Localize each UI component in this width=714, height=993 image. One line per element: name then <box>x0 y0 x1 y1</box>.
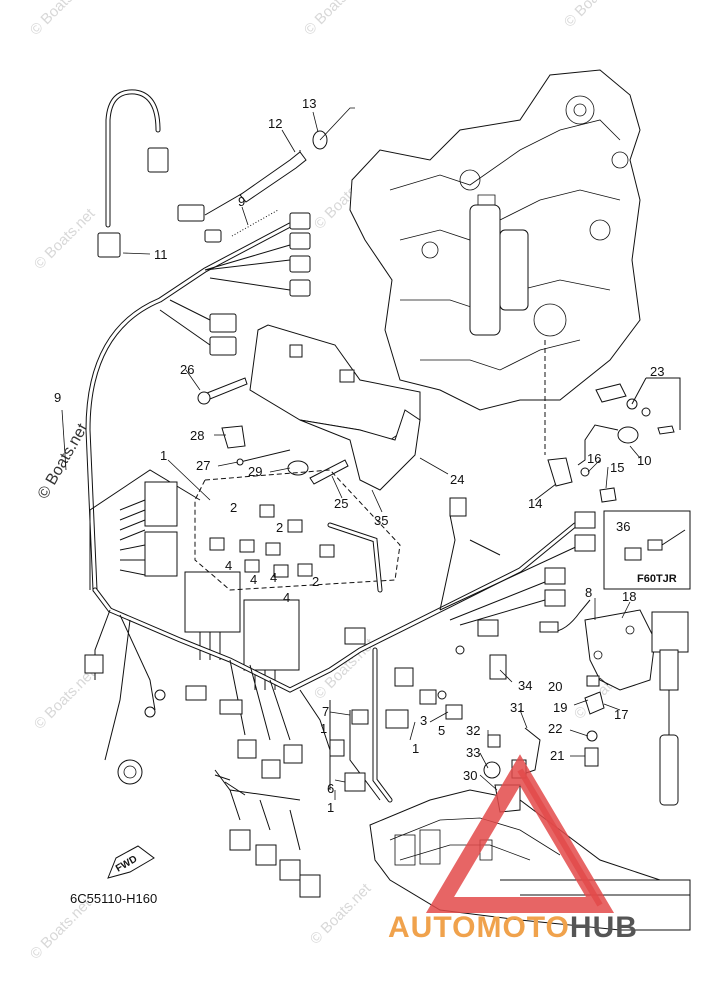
sensor-34 <box>489 654 507 680</box>
callout-16: 16 <box>587 451 601 466</box>
fwd-arrow: FWD <box>107 845 155 879</box>
connector <box>289 255 311 273</box>
connectors-lower <box>84 497 596 898</box>
right-components <box>483 340 691 813</box>
brand-name: AUTOMOTOHUB <box>388 911 638 944</box>
engine-block <box>349 69 641 411</box>
brand-part-2: HUB <box>570 911 638 944</box>
brand-part-1: AUTOMOTO <box>388 911 570 944</box>
wire-harness-lower <box>92 514 581 851</box>
electrical-box <box>89 469 401 690</box>
callout-19: 19 <box>553 700 567 715</box>
callout-28: 28 <box>190 428 204 443</box>
watermark-text: © Boats.net <box>31 205 99 273</box>
bracket-24 <box>249 324 421 491</box>
connector <box>177 204 205 222</box>
callout-29: 29 <box>248 464 262 479</box>
relay-lower <box>144 531 178 577</box>
callout-18: 18 <box>622 589 636 604</box>
callout-1: 1 <box>412 741 419 756</box>
callout-1: 1 <box>327 800 334 815</box>
callout-30: 30 <box>463 768 477 783</box>
clamp-25 <box>309 459 349 485</box>
callout-34: 34 <box>518 678 532 693</box>
connector <box>147 147 169 173</box>
leader-lines <box>61 107 641 800</box>
callout-24: 24 <box>450 472 464 487</box>
callout-9: 9 <box>238 194 245 209</box>
callout-8: 8 <box>585 585 592 600</box>
callout-26: 26 <box>180 362 194 377</box>
callout-2: 2 <box>276 520 283 535</box>
callout-21: 21 <box>550 748 564 763</box>
brand-logo: AUTOMOTOHUB <box>388 754 638 944</box>
callout-15: 15 <box>610 460 624 475</box>
callout-14: 14 <box>528 496 542 511</box>
connector-group <box>209 504 383 593</box>
callout-2: 2 <box>230 500 237 515</box>
callout-32: 32 <box>466 723 480 738</box>
wire-harness-upper <box>85 89 301 593</box>
inset-box <box>603 510 691 590</box>
sensor-12 <box>239 151 307 203</box>
watermark-text: © Boats.net <box>561 0 629 31</box>
callout-12: 12 <box>268 116 282 131</box>
callout-3: 3 <box>420 713 427 728</box>
callout-23: 23 <box>650 364 664 379</box>
callout-1: 1 <box>160 448 167 463</box>
callout-11: 11 <box>154 247 168 262</box>
callout-6: 6 <box>327 781 334 796</box>
callout-13: 13 <box>302 96 316 111</box>
watermark-text: © Boats.net <box>31 665 99 733</box>
relay-upper <box>144 481 178 527</box>
diagram-code: 6C55110-H160 <box>70 891 157 906</box>
callouts: 1 1 1 1 2 2 2 3 4 4 4 4 5 6 7 8 9 9 10 1… <box>54 96 677 815</box>
watermark-text: © Boats.net <box>27 0 95 39</box>
connector <box>204 229 222 243</box>
plate-18 <box>584 609 656 691</box>
tie-27 <box>239 449 291 463</box>
callout-20: 20 <box>548 679 562 694</box>
callout-4: 4 <box>270 570 277 585</box>
cdi-unit <box>243 599 300 671</box>
grommet-29 <box>287 460 309 476</box>
callout-35: 35 <box>374 513 388 528</box>
callout-4: 4 <box>283 590 290 605</box>
callout-31: 31 <box>510 700 524 715</box>
callout-4: 4 <box>250 572 257 587</box>
callout-1: 1 <box>320 721 327 736</box>
callout-7: 7 <box>322 704 329 719</box>
callout-5: 5 <box>438 723 445 738</box>
grommet-10 <box>617 426 639 444</box>
clip-28 <box>221 425 246 449</box>
connector <box>289 279 311 297</box>
callout-33: 33 <box>466 745 480 760</box>
connector <box>209 336 237 356</box>
connector <box>289 212 311 230</box>
small-fasteners <box>197 377 349 485</box>
cable-tie-9 <box>231 209 279 237</box>
bracket-14 <box>547 457 573 487</box>
callout-25: 25 <box>334 496 348 511</box>
callout-9: 9 <box>54 390 61 405</box>
callout-10: 10 <box>637 453 651 468</box>
callout-17: 17 <box>614 707 628 722</box>
connector <box>97 232 121 258</box>
callout-4: 4 <box>225 558 232 573</box>
callout-27: 27 <box>196 458 210 473</box>
rectifier <box>184 571 241 633</box>
watermark-text: © Boats.net <box>301 0 369 39</box>
connectors-upper <box>97 130 328 356</box>
connector <box>289 232 311 250</box>
connector <box>209 313 237 333</box>
callout-22: 22 <box>548 721 562 736</box>
sensor-round <box>117 759 143 785</box>
inset-label: F60TJR <box>637 573 677 585</box>
callout-36: 36 <box>616 519 630 534</box>
callout-2: 2 <box>312 574 319 589</box>
